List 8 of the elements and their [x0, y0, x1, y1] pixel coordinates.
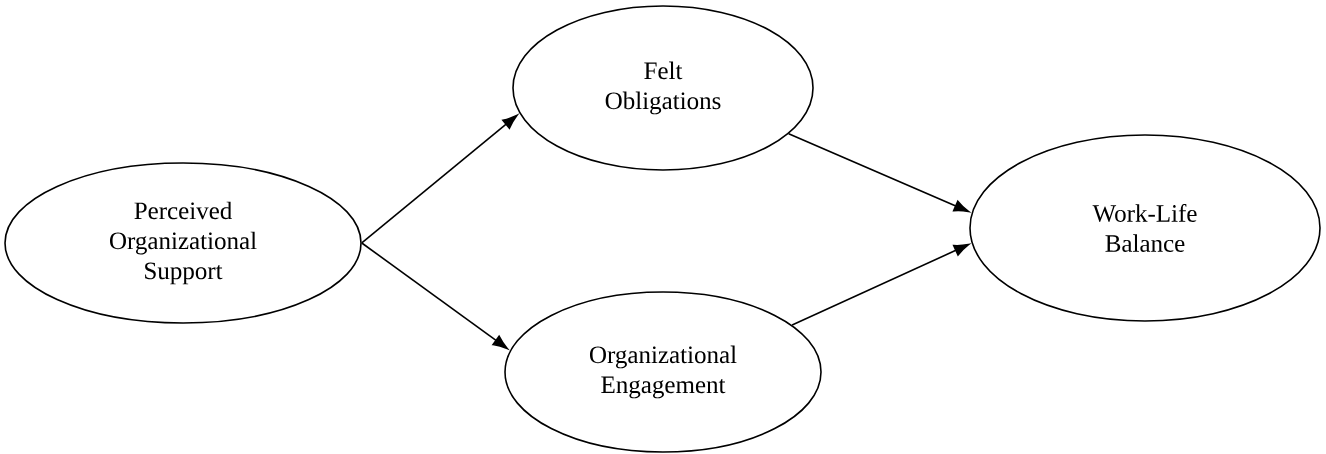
- arrow: [361, 242, 508, 350]
- ellipse-node: Organizational Engagement: [504, 291, 822, 453]
- ellipse-node: Work-Life Balance: [969, 134, 1321, 322]
- arrow: [787, 132, 970, 213]
- arrow: [361, 114, 518, 244]
- ellipse-node: Felt Obligations: [512, 5, 814, 171]
- arrow: [791, 243, 970, 326]
- ellipse-node: Perceived Organizational Support: [4, 162, 362, 324]
